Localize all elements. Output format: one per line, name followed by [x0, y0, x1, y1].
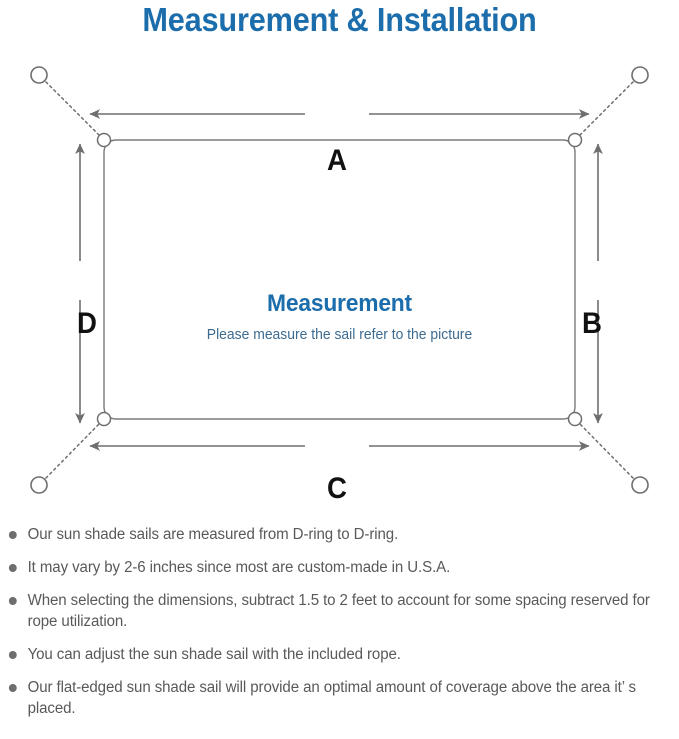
bullet-icon [8, 564, 17, 572]
bullet-icon [8, 597, 17, 605]
list-item: Our flat-edged sun shade sail will provi… [0, 677, 669, 719]
list-item: You can adjust the sun shade sail with t… [0, 644, 669, 665]
anchor-ring-bottom-right [631, 476, 649, 494]
rope-line-top-right [579, 81, 634, 136]
anchor-ring-top-left [30, 66, 48, 84]
list-item-text: When selecting the dimensions, subtract … [27, 592, 650, 630]
rope-line-bottom-right [579, 423, 634, 479]
list-item-text: Our flat-edged sun shade sail will provi… [27, 679, 637, 717]
list-item-text: You can adjust the sun shade sail with t… [27, 646, 401, 663]
bullet-icon [8, 531, 17, 539]
bullet-icon [8, 684, 17, 692]
anchor-ring-bottom-left [30, 476, 48, 494]
list-item: It may vary by 2-6 inches since most are… [0, 557, 669, 578]
list-item: When selecting the dimensions, subtract … [0, 590, 669, 632]
list-item-text: It may vary by 2-6 inches since most are… [27, 559, 451, 576]
d-ring-top-left [96, 132, 112, 148]
page-title: Measurement & Installation [142, 1, 537, 38]
d-ring-bottom-right [567, 411, 583, 427]
d-ring-bottom-left [96, 411, 112, 427]
list-item-text: Our sun shade sails are measured from D-… [27, 526, 399, 543]
diagram-svg [30, 66, 649, 494]
sail-outline [103, 139, 576, 420]
list-item: Our sun shade sails are measured from D-… [0, 524, 669, 545]
d-ring-top-right [567, 132, 583, 148]
anchor-ring-top-right [631, 66, 649, 84]
bullet-icon [8, 651, 17, 659]
rope-line-bottom-left [45, 423, 100, 479]
notes-list: Our sun shade sails are measured from D-… [0, 524, 679, 719]
measurement-diagram: A B C D Measurement Please measure the s… [0, 48, 679, 518]
rope-line-top-left [45, 81, 100, 136]
